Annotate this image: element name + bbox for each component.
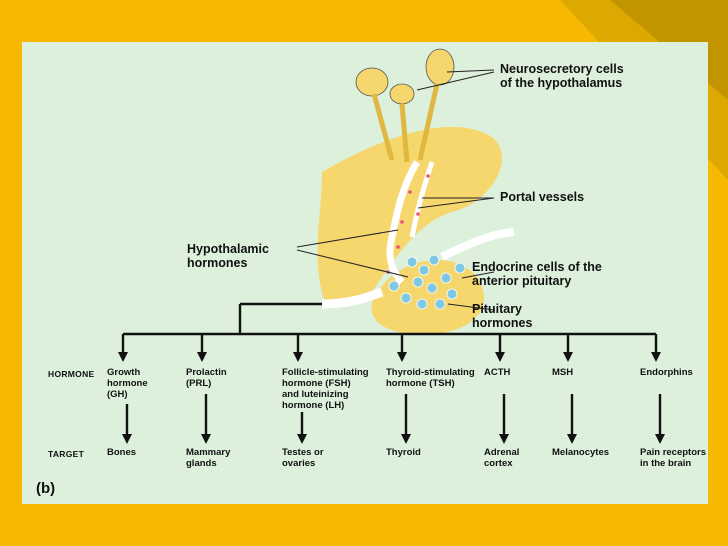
axon (417, 83, 440, 161)
hormone-label: ACTH (484, 367, 511, 378)
hormone-label: Growth hormone (GH) (107, 367, 148, 400)
hormone-arrowhead (563, 352, 573, 362)
label-neurosecretory: Neurosecretory cells of the hypothalamus (500, 62, 624, 91)
row-header-target: TARGET (48, 449, 85, 459)
portal-vessel (386, 160, 421, 285)
vessel-out (440, 228, 515, 261)
hormone-arrowhead (293, 352, 303, 362)
neurosecretory-cell (425, 48, 455, 86)
target-label: Thyroid (386, 447, 421, 458)
hormone-label: Endorphins (640, 367, 693, 378)
hormone-label: Follicle-stimulating hormone (FSH) and l… (282, 367, 369, 411)
portal-vessel (409, 161, 435, 238)
label-hypothalamic-hormones: Hypothalamic hormones (187, 242, 269, 271)
axon (371, 93, 395, 161)
neurosecretory-cell (355, 67, 389, 97)
target-arrowhead (201, 434, 211, 444)
hormone-arrowhead (118, 352, 128, 362)
endocrine-cells (388, 254, 466, 310)
target-arrowhead (297, 434, 307, 444)
target-label: Adrenal cortex (484, 447, 520, 469)
hormone-label: Prolactin (PRL) (186, 367, 227, 389)
label-portal-vessels: Portal vessels (500, 190, 585, 204)
hypothalamus-shape (317, 126, 503, 306)
diagram-panel: Neurosecretory cells of the hypothalamus… (22, 42, 708, 504)
target-label: Melanocytes (552, 447, 610, 458)
panel-letter: (b) (36, 480, 56, 497)
label-pituitary-hormones: Pituitary hormones (472, 302, 533, 331)
target-arrowhead (122, 434, 132, 444)
pituitary-diagram (118, 48, 665, 444)
hormone-arrowhead (651, 352, 661, 362)
label-endocrine-cells: Endocrine cells of the anterior pituitar… (472, 260, 602, 289)
hormone-arrowhead (197, 352, 207, 362)
arrow-layer (118, 334, 665, 444)
target-label: Pain receptors in the brain (640, 447, 706, 469)
axon (399, 103, 410, 163)
hormone-arrowhead (397, 352, 407, 362)
target-arrowhead (499, 434, 509, 444)
target-arrowhead (655, 434, 665, 444)
target-arrowhead (401, 434, 411, 444)
target-label: Bones (107, 447, 137, 458)
target-arrowhead (567, 434, 577, 444)
neurosecretory-cell (389, 83, 415, 105)
hormone-arrowhead (495, 352, 505, 362)
hormone-label: MSH (552, 367, 574, 378)
vessel-bottom (321, 287, 384, 309)
target-label: Mammary glands (186, 447, 231, 469)
target-label: Testes or ovaries (282, 447, 324, 469)
pointer-lines (296, 69, 495, 311)
hormone-label: Thyroid-stimulating hormone (TSH) (386, 367, 475, 389)
row-header-hormone: HORMONE (48, 369, 95, 379)
